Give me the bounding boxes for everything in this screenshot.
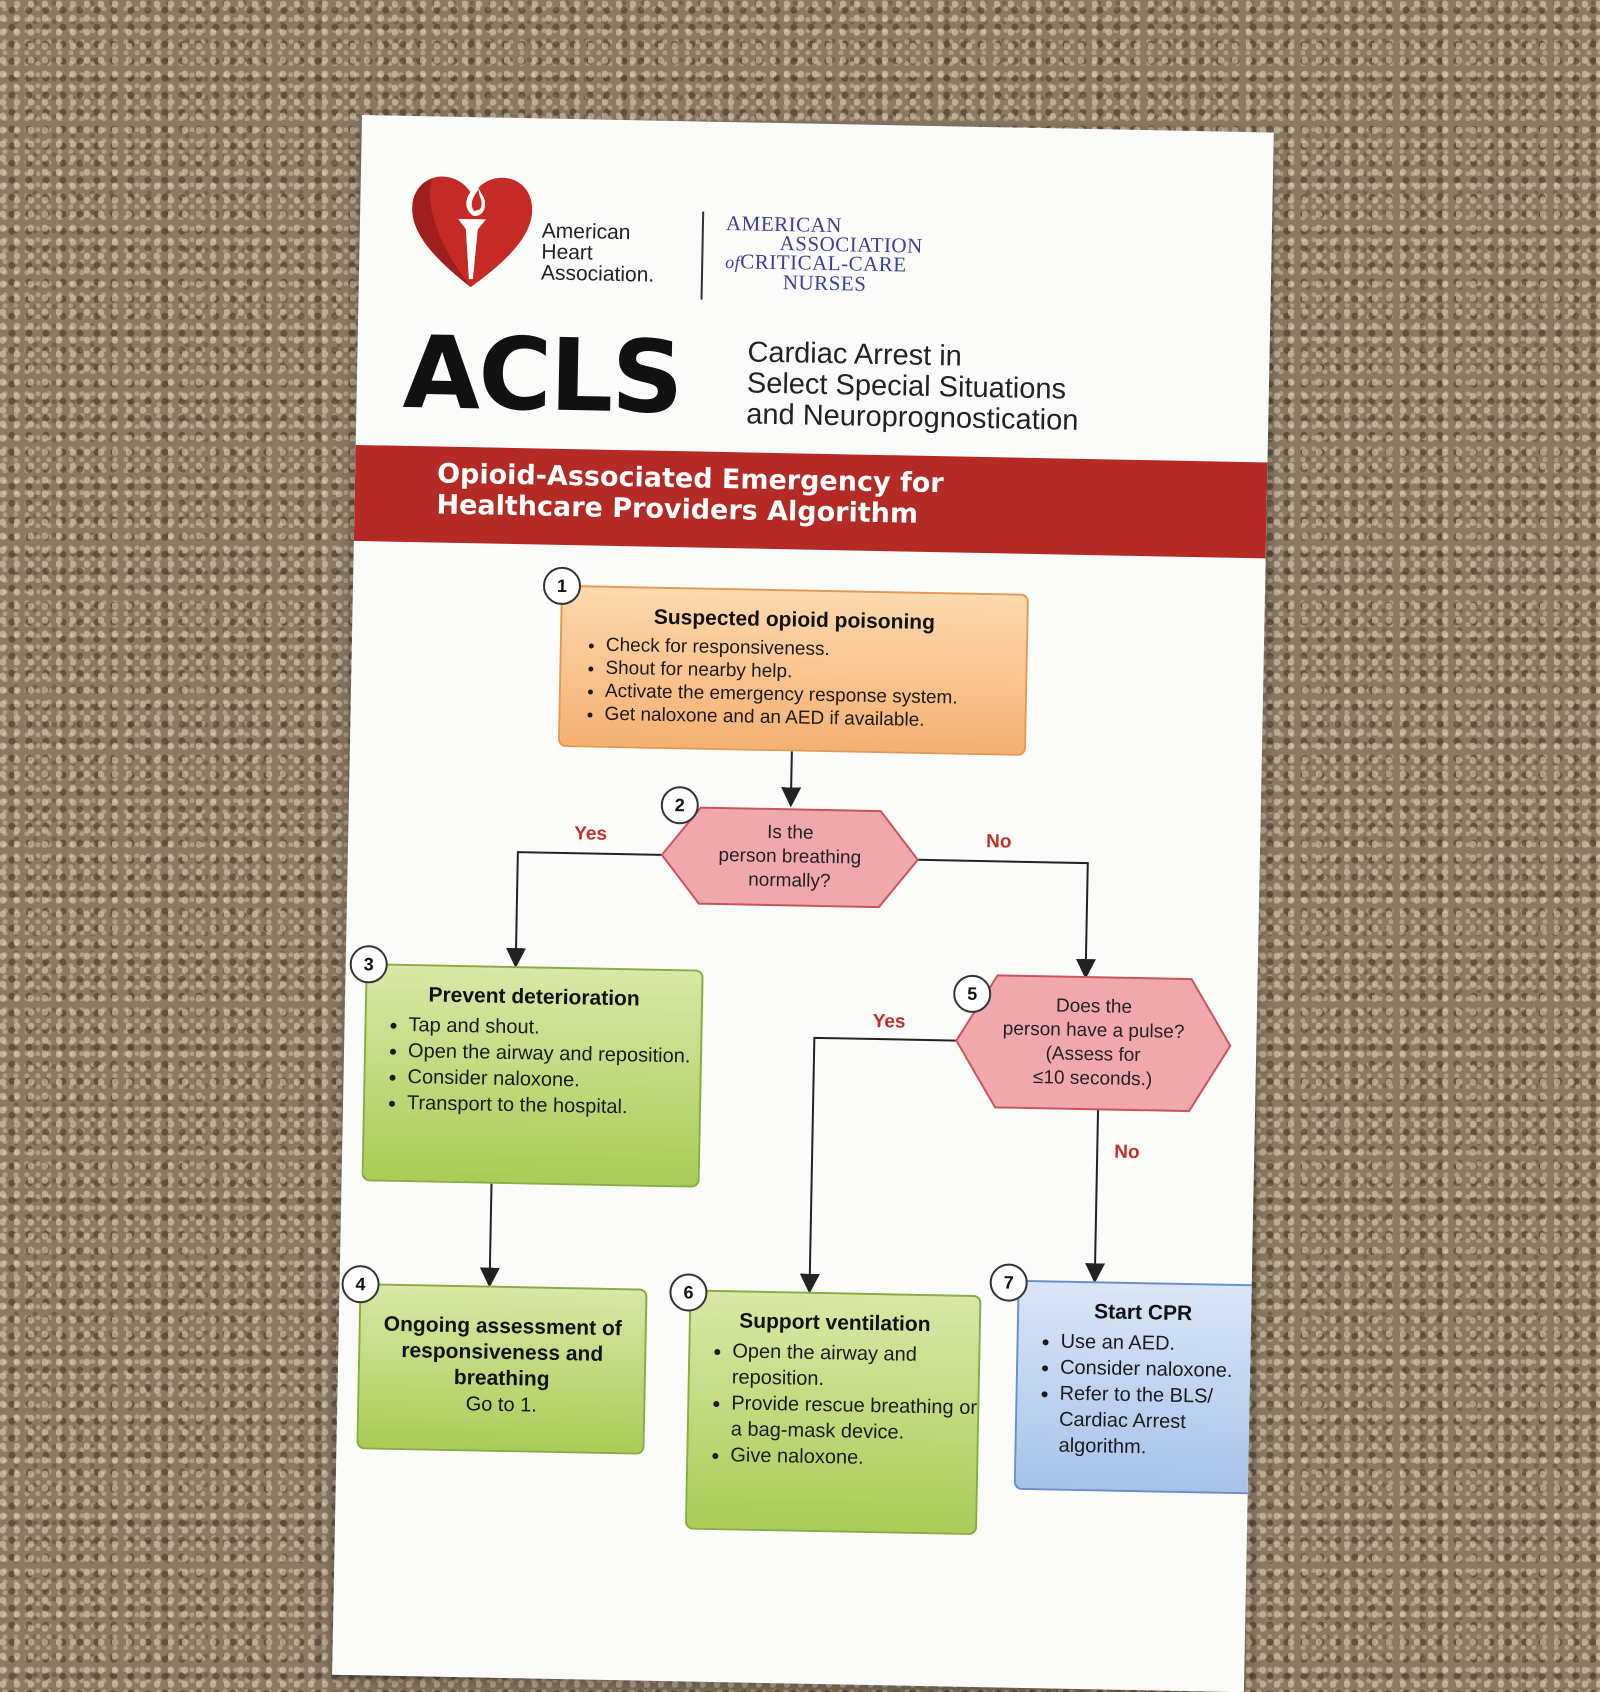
decision-2-shape bbox=[660, 806, 920, 909]
step-5-question: Does the person have a pulse? (Assess fo… bbox=[1002, 995, 1185, 1091]
list-item: Consider naloxone. bbox=[1060, 1355, 1266, 1385]
step-6-title: Support ventilation bbox=[739, 1309, 931, 1337]
list-item: Provide rescue breathing or a bag-mask d… bbox=[731, 1390, 978, 1447]
branch-label-no: No bbox=[1114, 1141, 1140, 1164]
aha-heart-torch-logo bbox=[411, 168, 533, 295]
list-item: Use an AED. bbox=[1060, 1329, 1266, 1359]
branch-label-no: No bbox=[985, 831, 1012, 853]
algorithm-card: American Heart Association. AMERICAN ASS… bbox=[332, 115, 1274, 1692]
step-3-box: Prevent deterioration Tap and shout. Ope… bbox=[361, 963, 704, 1188]
arrow-1-to-2 bbox=[781, 751, 802, 808]
step-4-title: Ongoing assessment of responsiveness and… bbox=[383, 1312, 622, 1391]
step-1-box: Suspected opioid poisoning Check for res… bbox=[557, 584, 1029, 756]
step-7-list: Use an AED. Consider naloxone. Refer to … bbox=[1016, 1328, 1266, 1463]
step-4-box: Ongoing assessment of responsiveness and… bbox=[356, 1283, 648, 1455]
arrow-5-no-to-7 bbox=[1085, 1109, 1106, 1284]
arrow-2-yes-to-3 bbox=[506, 851, 662, 969]
step-7-box: Start CPR Use an AED. Consider naloxone.… bbox=[1013, 1279, 1270, 1495]
step-2-question: Is the person breathing normally? bbox=[718, 821, 862, 893]
flow-connectors bbox=[479, 751, 1232, 1294]
step-4-goto: Go to 1. bbox=[465, 1393, 538, 1417]
step-1-list: Check for responsiveness. Shout for near… bbox=[560, 633, 1026, 734]
decision-5-shape bbox=[955, 974, 1232, 1113]
list-item: Give naloxone. bbox=[730, 1442, 976, 1473]
step-6-list: Open the airway and reposition. Provide … bbox=[688, 1338, 978, 1474]
arrow-5-yes-to-6 bbox=[799, 1036, 957, 1294]
step-7-title: Start CPR bbox=[1093, 1300, 1193, 1326]
step-6-box: Support ventilation Open the airway and … bbox=[684, 1289, 982, 1536]
step-3-list: Tap and shout. Open the airway and repos… bbox=[365, 1011, 701, 1121]
arrow-2-no-to-5 bbox=[917, 858, 1096, 980]
branch-label-yes: Yes bbox=[574, 823, 608, 845]
list-item: Refer to the BLS/ Cardiac Arrest algorit… bbox=[1058, 1381, 1265, 1463]
step-3-title: Prevent deterioration bbox=[428, 983, 640, 1011]
list-item: Open the airway and reposition. bbox=[732, 1338, 979, 1395]
arrow-3-to-4 bbox=[479, 1183, 500, 1288]
list-item: Transport to the hospital. bbox=[407, 1090, 699, 1122]
step-1-title: Suspected opioid poisoning bbox=[653, 605, 936, 635]
branch-label-yes: Yes bbox=[872, 1010, 906, 1033]
